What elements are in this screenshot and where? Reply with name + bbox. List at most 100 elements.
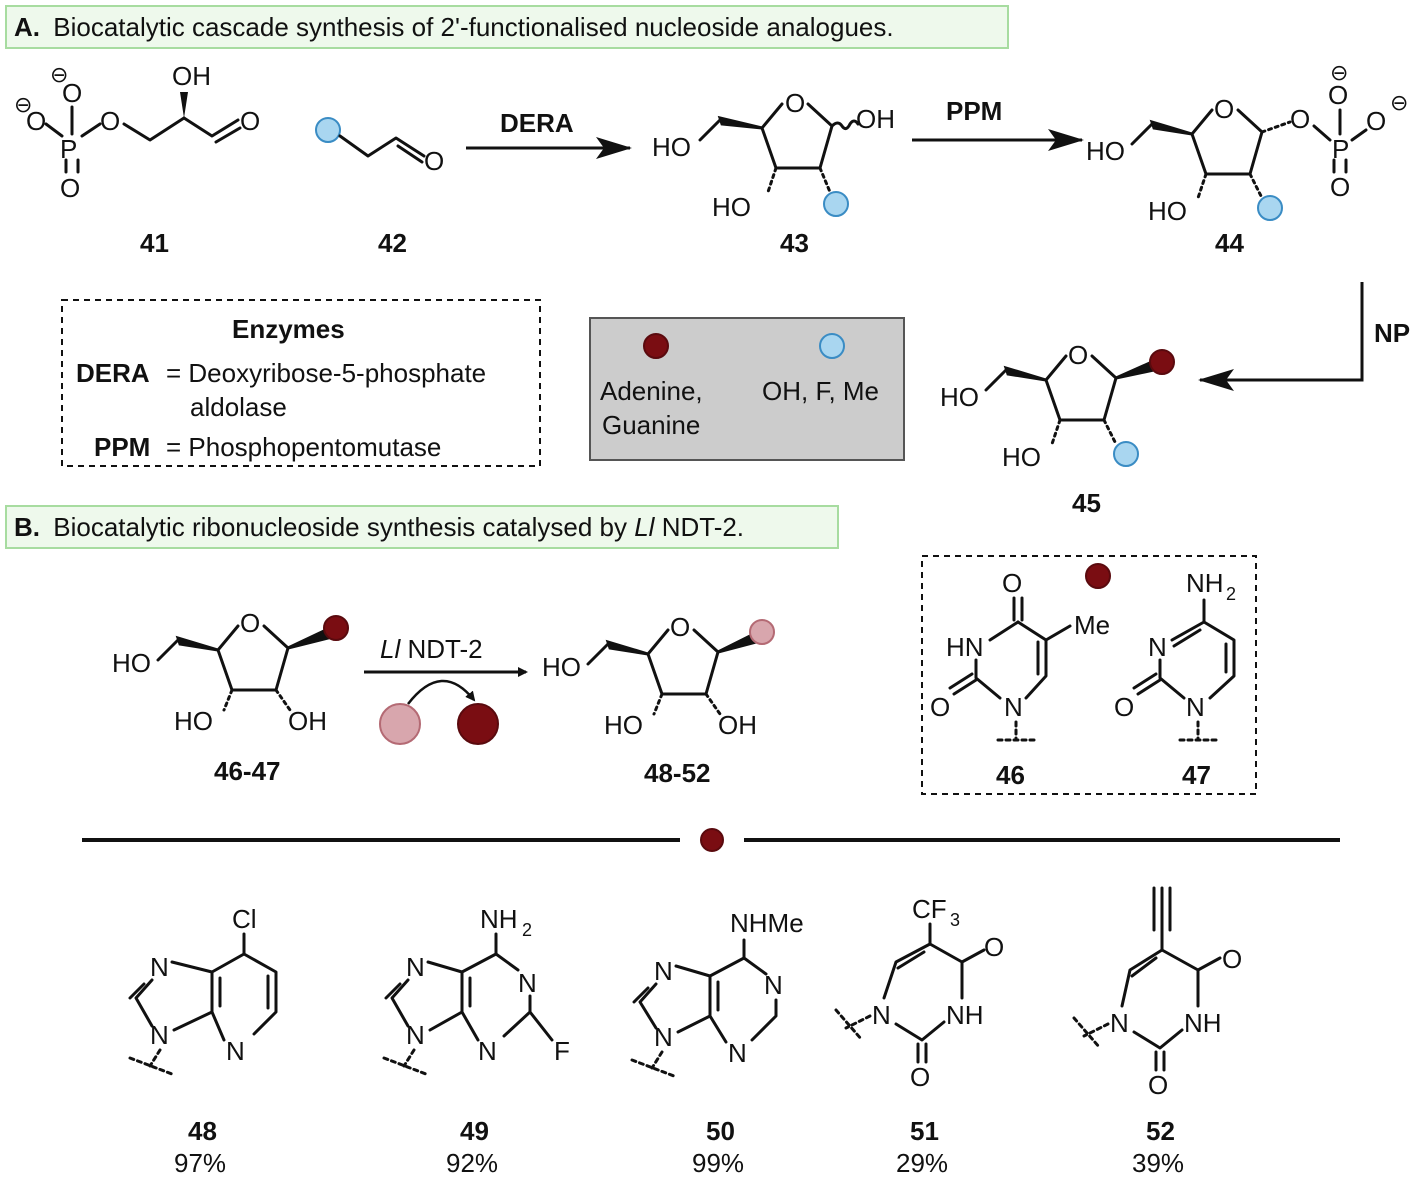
atom-n: N xyxy=(728,1038,747,1068)
svg-text:A. Biocatalytic cascade: A. Biocatalytic cascade synthesis of 2'-… xyxy=(14,12,894,42)
atom-ho: HO xyxy=(712,192,751,222)
atom-n: N xyxy=(1186,692,1205,722)
product-50-yield: 99% xyxy=(692,1148,744,1177)
product-ribonucleoside: O HO HO OH 48-52 xyxy=(542,612,775,788)
atom-n: N xyxy=(764,970,783,1000)
atom-ho: HO xyxy=(652,132,691,162)
section-a-title-box: A. Biocatalytic cascade synthesis of 2'-… xyxy=(5,5,1009,49)
section-a-title: Biocatalytic cascade synthesis of 2'-fun… xyxy=(53,12,893,42)
atom-n: N xyxy=(150,952,169,982)
base-dot-pink xyxy=(749,619,775,645)
charge-symbol: ⊖ xyxy=(1330,60,1348,85)
base-dot-red xyxy=(1149,349,1175,375)
atom-o: O xyxy=(1114,692,1134,722)
base-47-cytosine: NH 2 N O N 47 xyxy=(1114,568,1236,790)
atom-n: N xyxy=(1148,632,1167,662)
product-49: NH 2 N N N N F 49 92% xyxy=(382,904,570,1177)
label-46-47: 46-47 xyxy=(214,756,281,786)
arrow-label-np: NP xyxy=(1374,318,1410,348)
svg-text:Ll NDT-2: Ll NDT-2 xyxy=(380,634,483,664)
atom-o: O xyxy=(930,692,950,722)
atom-o: O xyxy=(1290,104,1310,134)
label-46: 46 xyxy=(996,760,1025,790)
product-51: CF 3 O NH N O 51 29% xyxy=(834,894,1004,1177)
arrow-label-dera: DERA xyxy=(500,108,574,138)
atom-o: O xyxy=(240,608,260,638)
base-dot-red xyxy=(1085,563,1111,589)
enzyme-ppm-definition: = Phosphopentomutase xyxy=(166,432,441,462)
atom-oh: OH xyxy=(172,61,211,91)
label-48-52: 48-52 xyxy=(644,758,711,788)
base-46-thymine: O Me HN O N 46 xyxy=(930,568,1110,790)
atom-o: O xyxy=(785,88,805,118)
legend-red-label: Adenine, xyxy=(600,376,703,406)
base-dot-red xyxy=(323,615,349,641)
base-dot-pink-large xyxy=(379,703,421,745)
charge-symbol: ⊖ xyxy=(50,62,68,87)
divider xyxy=(82,828,1340,852)
compound-43: O OH HO HO 43 xyxy=(652,88,895,258)
enzymes-heading: Enzymes xyxy=(232,314,345,344)
substrate-ribonucleoside: O HO HO OH 46-47 xyxy=(112,608,349,786)
product-48: Cl N N N 48 97% xyxy=(128,904,278,1177)
label-41: 41 xyxy=(140,228,169,258)
substituent-dot-blue xyxy=(1113,441,1139,467)
atom-oh: OH xyxy=(718,710,757,740)
atom-me: Me xyxy=(1074,610,1110,640)
legend-box: Adenine, Guanine OH, F, Me xyxy=(589,317,905,461)
atom-o: O xyxy=(984,932,1004,962)
atom-o: O xyxy=(60,173,80,203)
product-48-yield: 97% xyxy=(174,1148,226,1177)
product-52: O NH N O 52 39% xyxy=(1072,886,1242,1177)
legend-blue-label: OH, F, Me xyxy=(762,376,879,406)
subscript-2: 2 xyxy=(1226,584,1236,604)
arrow-dera: DERA xyxy=(466,108,632,159)
label-44: 44 xyxy=(1215,228,1244,258)
legend-dot-blue xyxy=(819,333,845,359)
enzyme-dera-definition-2: aldolase xyxy=(190,392,287,422)
atom-o: O xyxy=(1222,944,1242,974)
atom-nhme: NHMe xyxy=(730,908,804,938)
product-49-yield: 92% xyxy=(446,1148,498,1177)
atom-o: O xyxy=(910,1062,930,1092)
product-48-label: 48 xyxy=(188,1116,217,1146)
atom-o: O xyxy=(62,78,82,108)
section-b-letter: B. xyxy=(14,512,40,542)
label-47: 47 xyxy=(1182,760,1211,790)
atom-oh: OH xyxy=(288,706,327,736)
atom-ho: HO xyxy=(174,706,213,736)
atom-n: N xyxy=(226,1036,245,1066)
enzyme-ppm-abbr: PPM xyxy=(94,432,150,462)
atom-o: O xyxy=(1068,340,1088,370)
atom-o: O xyxy=(1330,172,1350,202)
atom-o: O xyxy=(670,612,690,642)
base-dot-red xyxy=(700,828,724,852)
svg-text:B. Biocatalytic ribonucl: B. Biocatalytic ribonucleoside synthesis… xyxy=(14,512,744,542)
label-45: 45 xyxy=(1072,488,1101,518)
product-49-label: 49 xyxy=(460,1116,489,1146)
charge-symbol: ⊖ xyxy=(1390,90,1408,115)
atom-nh: NH xyxy=(1184,1008,1222,1038)
atom-p: P xyxy=(60,134,77,164)
subscript-2: 2 xyxy=(522,920,532,940)
enzymes-box: Enzymes DERA = Deoxyribose-5-phosphate a… xyxy=(61,299,541,467)
atom-o: O xyxy=(1214,94,1234,124)
enzyme-llndt2-rest: NDT-2 xyxy=(407,634,482,664)
atom-o: O xyxy=(1002,568,1022,598)
arrow-llndt2: Ll NDT-2 xyxy=(364,634,528,745)
product-51-yield: 29% xyxy=(896,1148,948,1177)
compound-44: O O ⊖ O P O ⊖ O HO HO 44 xyxy=(1086,60,1408,258)
substituent-dot-blue xyxy=(823,191,849,217)
product-50: NHMe N N N N 50 99% xyxy=(630,908,804,1177)
enzyme-dera-definition: = Deoxyribose-5-phosphate xyxy=(166,358,486,388)
atom-ho: HO xyxy=(542,652,581,682)
substituent-dot-blue xyxy=(315,117,341,143)
atom-n: N xyxy=(872,1000,891,1030)
atom-n: N xyxy=(406,1020,425,1050)
atom-cl: Cl xyxy=(232,904,257,934)
atom-n: N xyxy=(1110,1008,1129,1038)
atom-cf3: CF xyxy=(912,894,947,924)
product-50-label: 50 xyxy=(706,1116,735,1146)
section-b-title-box: B. Biocatalytic ribonucleoside synthesis… xyxy=(5,505,839,549)
atom-nh2: NH xyxy=(480,904,518,934)
